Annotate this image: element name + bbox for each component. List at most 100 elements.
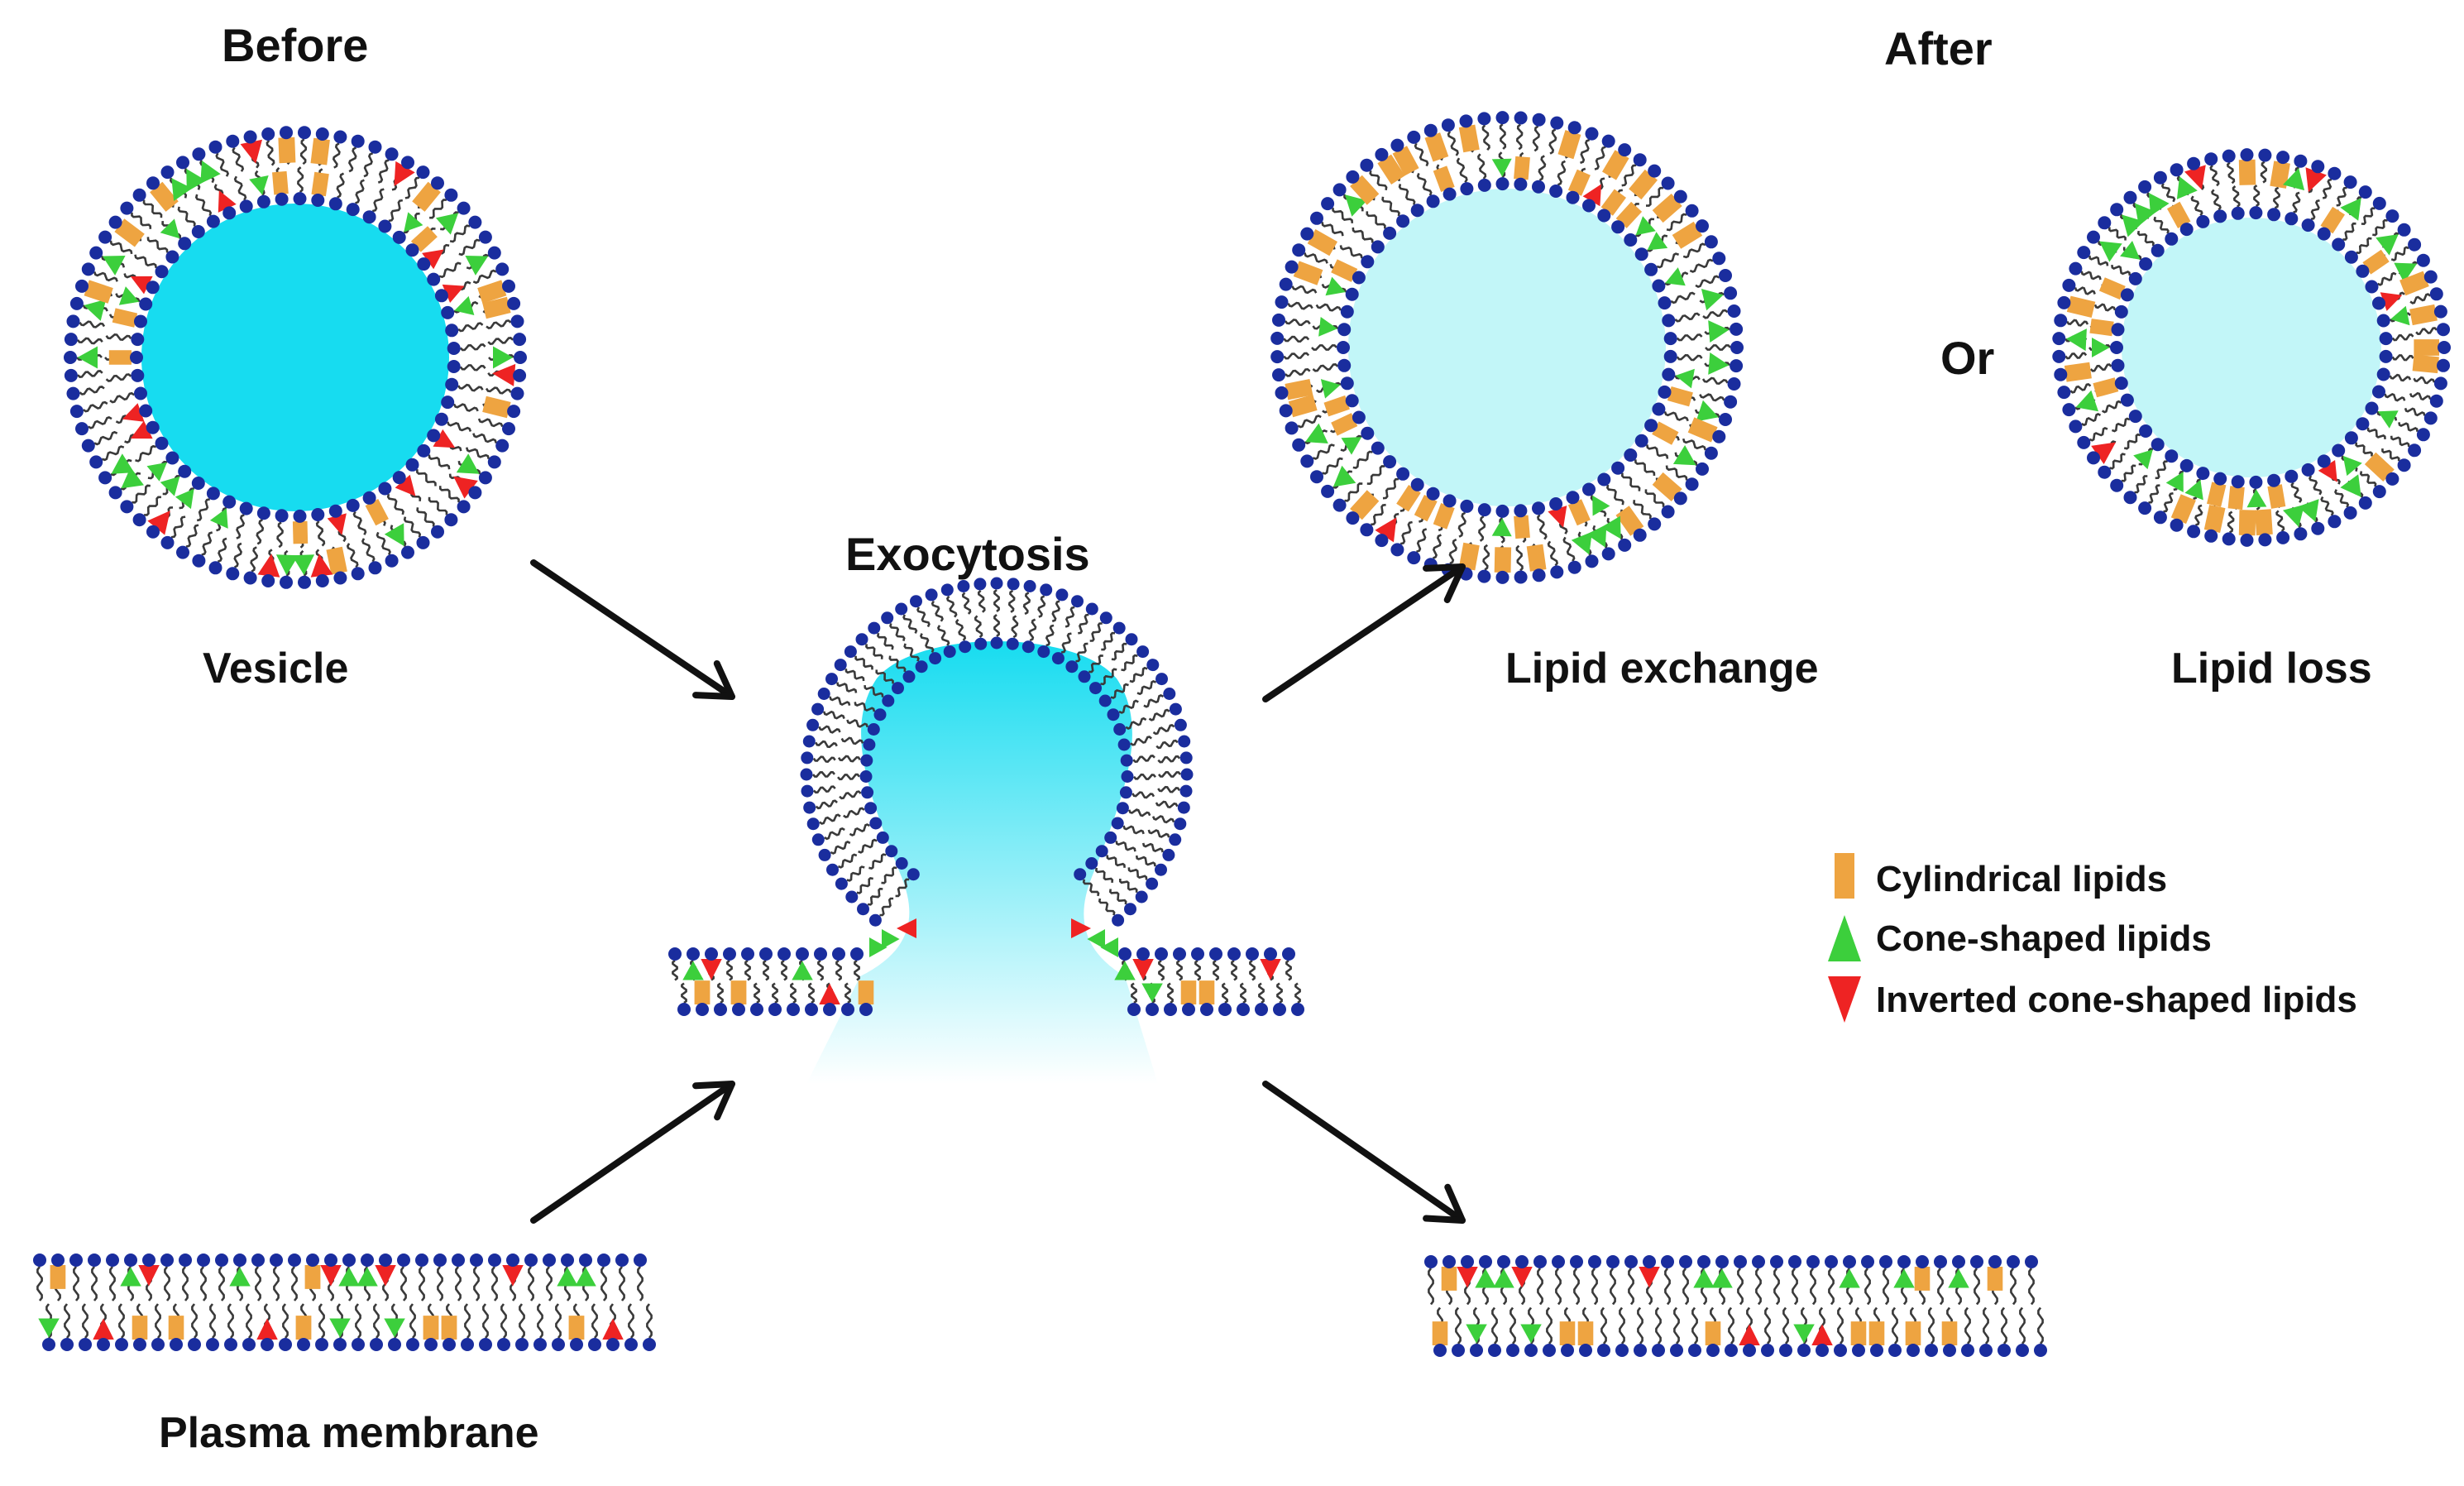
lipid-head bbox=[859, 1003, 873, 1016]
lipid-head bbox=[750, 1003, 763, 1016]
lipid-inner bbox=[2390, 306, 2410, 326]
lipid-head bbox=[65, 369, 78, 382]
lipid-lower bbox=[38, 1319, 60, 1338]
lipid-tail bbox=[136, 255, 156, 268]
lipid-tail bbox=[1284, 337, 1309, 342]
lipid-upper bbox=[502, 1265, 524, 1287]
lipid-tail bbox=[1132, 793, 1154, 798]
lipid-head bbox=[2276, 151, 2289, 164]
lipid-head bbox=[1478, 179, 1491, 192]
lipid-tail bbox=[1143, 843, 1163, 852]
lipid-tail bbox=[1292, 286, 1316, 293]
lipid-head bbox=[1173, 947, 1186, 961]
lipid-head bbox=[363, 210, 376, 223]
lipid-head bbox=[2380, 332, 2393, 345]
lipid-head bbox=[1337, 341, 1350, 354]
lipid-head bbox=[1597, 1344, 1610, 1357]
lipid-tail bbox=[317, 521, 324, 546]
lipid-head bbox=[333, 131, 347, 144]
lipid-tail bbox=[1078, 615, 1088, 634]
lipid-head bbox=[2417, 428, 2430, 441]
lipid-tail bbox=[65, 1304, 69, 1338]
lipid-head bbox=[222, 206, 236, 219]
lipid-tail bbox=[601, 1267, 605, 1301]
lipid-head bbox=[2232, 207, 2245, 220]
lipid-head bbox=[1270, 350, 1284, 363]
lipid-head bbox=[974, 638, 987, 650]
lipid-head bbox=[417, 444, 430, 458]
lipid-lower bbox=[1520, 1325, 1542, 1344]
lipid-head bbox=[1361, 255, 1374, 268]
lipid-outer bbox=[2413, 355, 2439, 374]
lipid-head bbox=[1897, 1255, 1911, 1268]
lipid-tail bbox=[235, 176, 246, 200]
lipid-head bbox=[2267, 208, 2280, 221]
lipid-tail bbox=[246, 1304, 251, 1338]
lipid-head bbox=[311, 508, 324, 521]
lipid-head bbox=[1579, 1344, 1592, 1357]
lipid-tail bbox=[1101, 633, 1115, 650]
lipid-tail bbox=[745, 961, 749, 980]
exocytosis-to-membrane-arrow bbox=[1265, 1084, 1462, 1220]
lipid-head bbox=[2385, 472, 2399, 486]
lipid-tail bbox=[1607, 485, 1623, 505]
lipid-inner bbox=[2228, 486, 2245, 510]
lipid-head bbox=[1728, 377, 1741, 391]
lipid-head bbox=[819, 849, 831, 861]
lipid-head bbox=[417, 536, 430, 549]
lipid-head bbox=[959, 640, 971, 653]
lipid-head bbox=[1460, 114, 1473, 127]
lipid-head bbox=[1568, 121, 1581, 134]
lipid-head bbox=[1237, 1003, 1250, 1016]
lipid-head bbox=[2151, 438, 2165, 451]
lipid-head bbox=[1460, 182, 1473, 195]
lipid-lower bbox=[1560, 1321, 1576, 1345]
lipid-tail bbox=[846, 669, 864, 681]
lipid-head bbox=[352, 567, 365, 580]
lipid-head bbox=[170, 1338, 183, 1351]
lipid-tail bbox=[301, 139, 306, 164]
lipid-outer bbox=[385, 523, 404, 546]
lipid-tail bbox=[813, 772, 835, 776]
lipid-tail bbox=[171, 517, 185, 538]
lipid-head bbox=[139, 405, 152, 418]
lipid-upper bbox=[1711, 1269, 1733, 1288]
lipid-tail bbox=[1574, 1268, 1578, 1305]
lipid-head bbox=[2087, 231, 2100, 244]
lipid-tail bbox=[1136, 856, 1155, 866]
lipid-tail bbox=[84, 402, 108, 411]
lipid-head bbox=[941, 583, 954, 596]
lipid-tail bbox=[814, 757, 835, 762]
lipid-head bbox=[447, 360, 461, 373]
lipid-head bbox=[2332, 444, 2345, 458]
lipid-head bbox=[146, 421, 160, 434]
lipid-head bbox=[1615, 1344, 1629, 1357]
lipid-head bbox=[2318, 454, 2331, 467]
lipid-tail bbox=[2414, 377, 2435, 383]
lipid-head bbox=[1988, 1255, 2002, 1268]
lipid-tail bbox=[638, 1267, 642, 1301]
lipid-head bbox=[139, 298, 152, 311]
lipid-head bbox=[1567, 491, 1580, 504]
lipid-tail bbox=[880, 899, 894, 915]
lipid-tail bbox=[1538, 1268, 1542, 1305]
lipid-tail bbox=[1965, 1308, 1969, 1345]
lipid-head bbox=[115, 1338, 128, 1351]
legend-cone-label: Cone-shaped lipids bbox=[1876, 918, 2212, 960]
lipid-tail bbox=[196, 194, 210, 216]
lipid-head bbox=[461, 1338, 474, 1351]
lipid-head bbox=[457, 202, 471, 215]
lipid-head bbox=[1586, 127, 1599, 141]
lipid-head bbox=[1169, 833, 1181, 846]
lipid-tail bbox=[473, 434, 496, 443]
lipid-head bbox=[1181, 769, 1194, 781]
lipid-head bbox=[1664, 332, 1677, 345]
lipid-head bbox=[251, 1254, 265, 1267]
lipid-head bbox=[796, 947, 809, 961]
lipid-tail bbox=[419, 1267, 423, 1301]
lipid-head bbox=[1470, 1344, 1483, 1357]
lipid-head bbox=[1146, 659, 1159, 671]
lipid-head bbox=[2138, 180, 2151, 194]
lipid-tail bbox=[1132, 984, 1136, 1004]
lipid-head bbox=[643, 1338, 656, 1351]
